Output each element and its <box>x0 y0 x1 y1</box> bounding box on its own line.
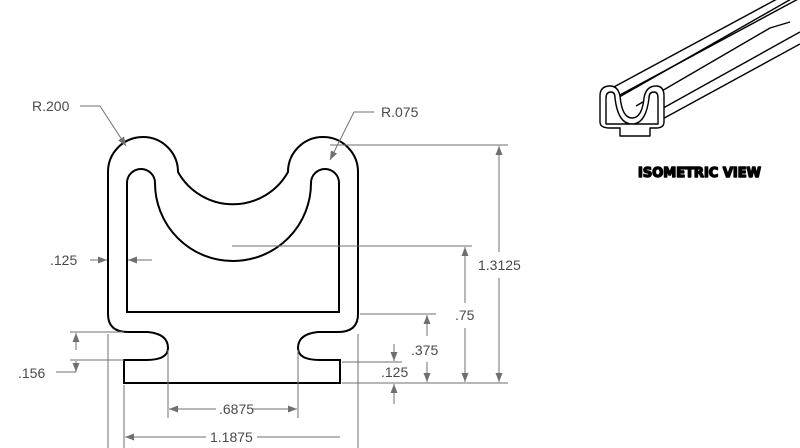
dimensions: R.200 R.075 .125 .156 .6875 1.1875 <box>18 98 521 448</box>
slot-width-label: .6875 <box>219 401 254 417</box>
radius-outer-label: R.200 <box>32 98 70 114</box>
overall-width-label: 1.1875 <box>210 429 253 445</box>
slot-height-label: .375 <box>411 342 438 358</box>
body-height-label: .75 <box>455 307 475 323</box>
overall-height-label: 1.3125 <box>478 257 521 273</box>
profile-hollow <box>126 168 340 313</box>
wall-thickness-label: .125 <box>50 252 77 268</box>
isometric-view: ISOMETRIC VIEW <box>599 0 800 182</box>
base-height-label: .125 <box>381 364 408 380</box>
radius-inner-label: R.075 <box>381 104 419 120</box>
flange-label: .156 <box>18 365 45 381</box>
profile-section <box>107 136 359 384</box>
view-title: ISOMETRIC VIEW <box>638 166 761 181</box>
